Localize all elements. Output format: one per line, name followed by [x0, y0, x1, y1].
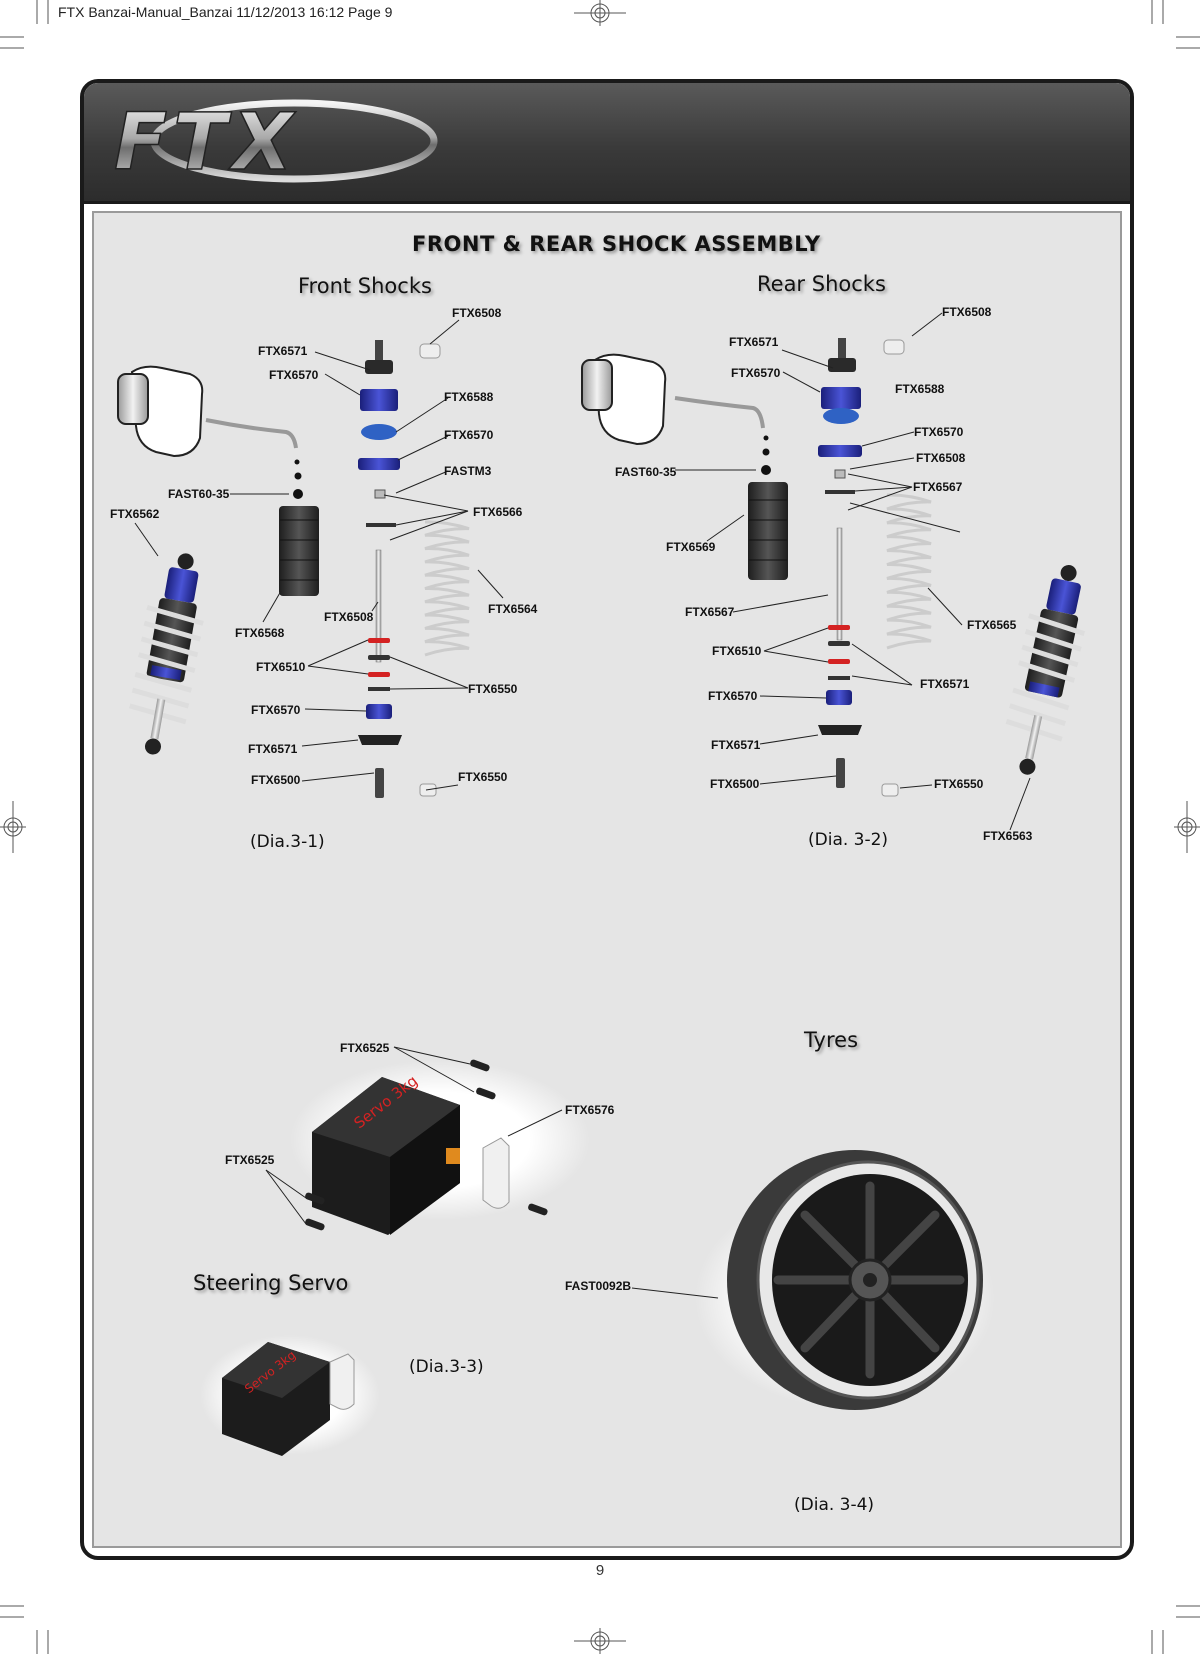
label-rear-ftx6508-mid: FTX6508: [916, 451, 966, 465]
label-front-ftx6570-low: FTX6570: [251, 703, 301, 717]
label-rear-ftx6565: FTX6565: [967, 618, 1017, 632]
diagram-panel: [92, 211, 1122, 1548]
label-front-ftx6571-top: FTX6571: [258, 344, 308, 358]
label-front-fastm3: FASTM3: [444, 464, 492, 478]
label-rear-ftx6510: FTX6510: [712, 644, 762, 658]
ftx-logo: FTX: [113, 97, 438, 189]
label-rear-ftx6570-top: FTX6570: [731, 366, 781, 380]
label-front-ftx6500: FTX6500: [251, 773, 301, 787]
caption-dia-3-4: (Dia. 3-4): [794, 1495, 875, 1515]
label-front-ftx6562: FTX6562: [110, 507, 160, 521]
label-front-ftx6550-mid: FTX6550: [468, 682, 518, 696]
label-front-fast60-35: FAST60-35: [168, 487, 230, 501]
label-rear-ftx6567-low: FTX6567: [685, 605, 735, 619]
label-rear-ftx6570-mid: FTX6570: [914, 425, 964, 439]
label-rear-ftx6569: FTX6569: [666, 540, 716, 554]
label-front-ftx6568: FTX6568: [235, 626, 285, 640]
label-rear-ftx6567-top: FTX6567: [913, 480, 963, 494]
label-rear-ftx6588: FTX6588: [895, 382, 945, 396]
page-title: FRONT & REAR SHOCK ASSEMBLY: [412, 232, 821, 256]
header-bar: FTX: [84, 83, 1130, 204]
label-front-ftx6570-top: FTX6570: [269, 368, 319, 382]
label-front-ftx6566: FTX6566: [473, 505, 523, 519]
print-slug: FTX Banzai-Manual_Banzai 11/12/2013 16:1…: [58, 4, 393, 20]
label-rear-ftx6571-top: FTX6571: [729, 335, 779, 349]
label-rear-ftx6571-low: FTX6571: [711, 738, 761, 752]
caption-dia-3-2: (Dia. 3-2): [808, 830, 889, 850]
logo-text: FTX: [114, 98, 299, 188]
label-front-ftx6508-top: FTX6508: [452, 306, 502, 320]
label-tyre-fast0092b: FAST0092B: [565, 1279, 632, 1293]
label-rear-fast60-35: FAST60-35: [615, 465, 677, 479]
label-servo-ftx6576: FTX6576: [565, 1103, 615, 1117]
rear-shocks-heading: Rear Shocks: [757, 272, 886, 296]
label-rear-ftx6563: FTX6563: [983, 829, 1033, 843]
label-front-ftx6550-low: FTX6550: [458, 770, 508, 784]
page-frame: FTX: [80, 79, 1134, 1560]
front-shocks-heading: Front Shocks: [298, 274, 432, 298]
tyres-heading: Tyres: [804, 1028, 859, 1052]
label-front-ftx6508-mid: FTX6508: [324, 610, 374, 624]
label-servo-ftx6525-top: FTX6525: [340, 1041, 390, 1055]
page-number: 9: [595, 1562, 605, 1579]
label-rear-ftx6508-top: FTX6508: [942, 305, 992, 319]
label-rear-ftx6550: FTX6550: [934, 777, 984, 791]
label-front-ftx6570-mid: FTX6570: [444, 428, 494, 442]
label-front-ftx6564: FTX6564: [488, 602, 538, 616]
caption-dia-3-1: (Dia.3-1): [250, 832, 325, 852]
caption-dia-3-3: (Dia.3-3): [409, 1357, 484, 1377]
label-rear-ftx6500: FTX6500: [710, 777, 760, 791]
label-front-ftx6588: FTX6588: [444, 390, 494, 404]
label-front-ftx6510: FTX6510: [256, 660, 306, 674]
steering-servo-heading: Steering Servo: [193, 1271, 349, 1295]
label-front-ftx6571-low: FTX6571: [248, 742, 298, 756]
label-rear-ftx6571-mid: FTX6571: [920, 677, 970, 691]
label-rear-ftx6570-low: FTX6570: [708, 689, 758, 703]
label-servo-ftx6525-left: FTX6525: [225, 1153, 275, 1167]
